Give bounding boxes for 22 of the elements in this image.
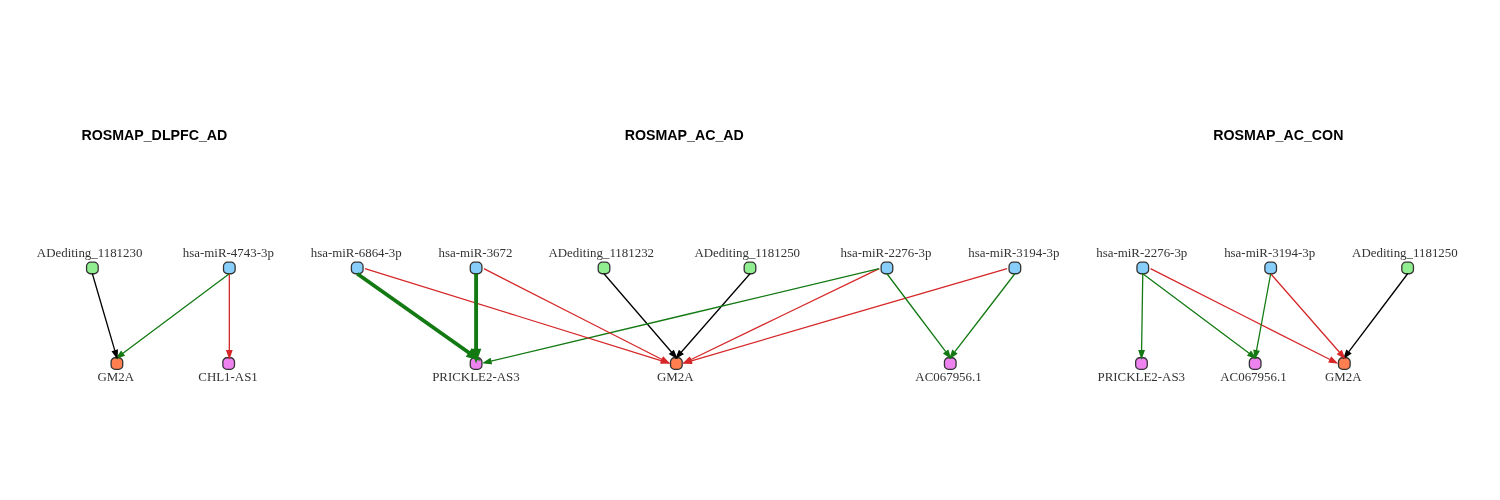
- node-label: GM2A: [1324, 368, 1362, 384]
- node-label: ADediting_1181232: [548, 244, 655, 260]
- node-label: GM2A: [97, 368, 135, 384]
- node-label: hsa-miR-3672: [438, 244, 513, 260]
- node-label: hsa-miR-4743-3p: [182, 244, 274, 260]
- node-label: hsa-miR-3194-3p: [1224, 244, 1316, 260]
- label: ROSMAP_AC_AD: [624, 126, 744, 143]
- node-label: PRICKLE2-AS3: [1097, 368, 1186, 384]
- node-label: GM2A: [656, 368, 694, 384]
- node-label: AC067956.1: [1220, 368, 1287, 384]
- node-label: hsa-miR-3194-3p: [968, 244, 1060, 260]
- node-label: hsa-miR-6864-3p: [310, 244, 402, 260]
- node-label: CHL1-AS1: [198, 368, 258, 384]
- node-label: AC067956.1: [915, 368, 982, 384]
- node-label: PRICKLE2-AS3: [432, 368, 520, 384]
- node-label: ADediting_1181250: [694, 244, 801, 260]
- node-label: ADediting_1181250: [1352, 244, 1458, 260]
- node-label: hsa-miR-2276-3p: [840, 244, 932, 260]
- node-label: hsa-miR-2276-3p: [1096, 244, 1188, 260]
- label: ROSMAP_DLPFC_AD: [81, 126, 228, 143]
- node-label: ADediting_1181230: [36, 244, 143, 260]
- label: ROSMAP_AC_CON: [1213, 126, 1344, 143]
